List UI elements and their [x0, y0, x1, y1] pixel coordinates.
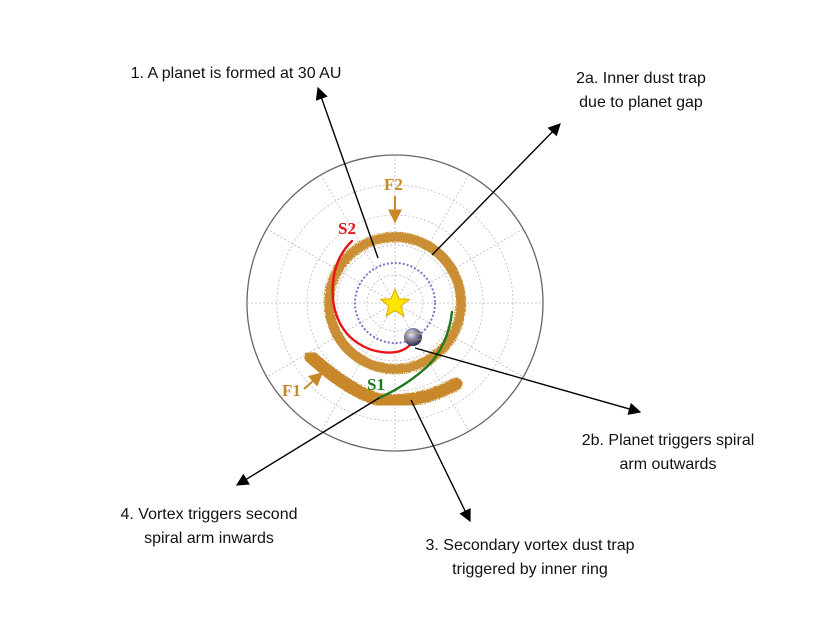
- planet-orbit: [354, 262, 436, 344]
- vortex-dust-arc: [304, 350, 463, 408]
- f1-arrow: [303, 372, 324, 390]
- marker-s2: S2: [338, 219, 356, 238]
- annotation-planet-formed: 1. A planet is formed at 30 AU: [131, 65, 342, 82]
- arrow-planet-formed: [315, 86, 379, 259]
- annotation-inner-trap-line1: 2a. Inner dust trap: [576, 70, 706, 87]
- annotation-planet-spiral-line1: 2b. Planet triggers spiral: [582, 432, 755, 449]
- spiral-arm-s2: [331, 239, 412, 354]
- marker-s1: S1: [367, 375, 385, 394]
- inner-dust-ring: [324, 232, 466, 374]
- annotation-vortex-trap-line1: 3. Secondary vortex dust trap: [426, 537, 635, 554]
- marker-f1: F1: [282, 381, 301, 400]
- arrow-planet-spiral: [414, 347, 642, 415]
- annotation-vortex-spiral-line2: spiral arm inwards: [144, 530, 274, 547]
- marker-f2: F2: [384, 175, 403, 194]
- arrow-vortex-spiral: [235, 397, 380, 486]
- annotation-vortex-trap-line2: triggered by inner ring: [452, 561, 608, 578]
- arrow-inner-trap: [431, 123, 561, 256]
- arrow-vortex-trap: [410, 399, 471, 523]
- star-icon: [379, 287, 411, 318]
- annotation-planet-spiral-line2: arm outwards: [620, 456, 717, 473]
- annotation-inner-trap-line2: due to planet gap: [579, 94, 703, 111]
- spiral-arm-s1: [377, 310, 454, 400]
- planet-icon: [403, 328, 423, 346]
- annotation-vortex-spiral-line1: 4. Vortex triggers second: [121, 506, 298, 523]
